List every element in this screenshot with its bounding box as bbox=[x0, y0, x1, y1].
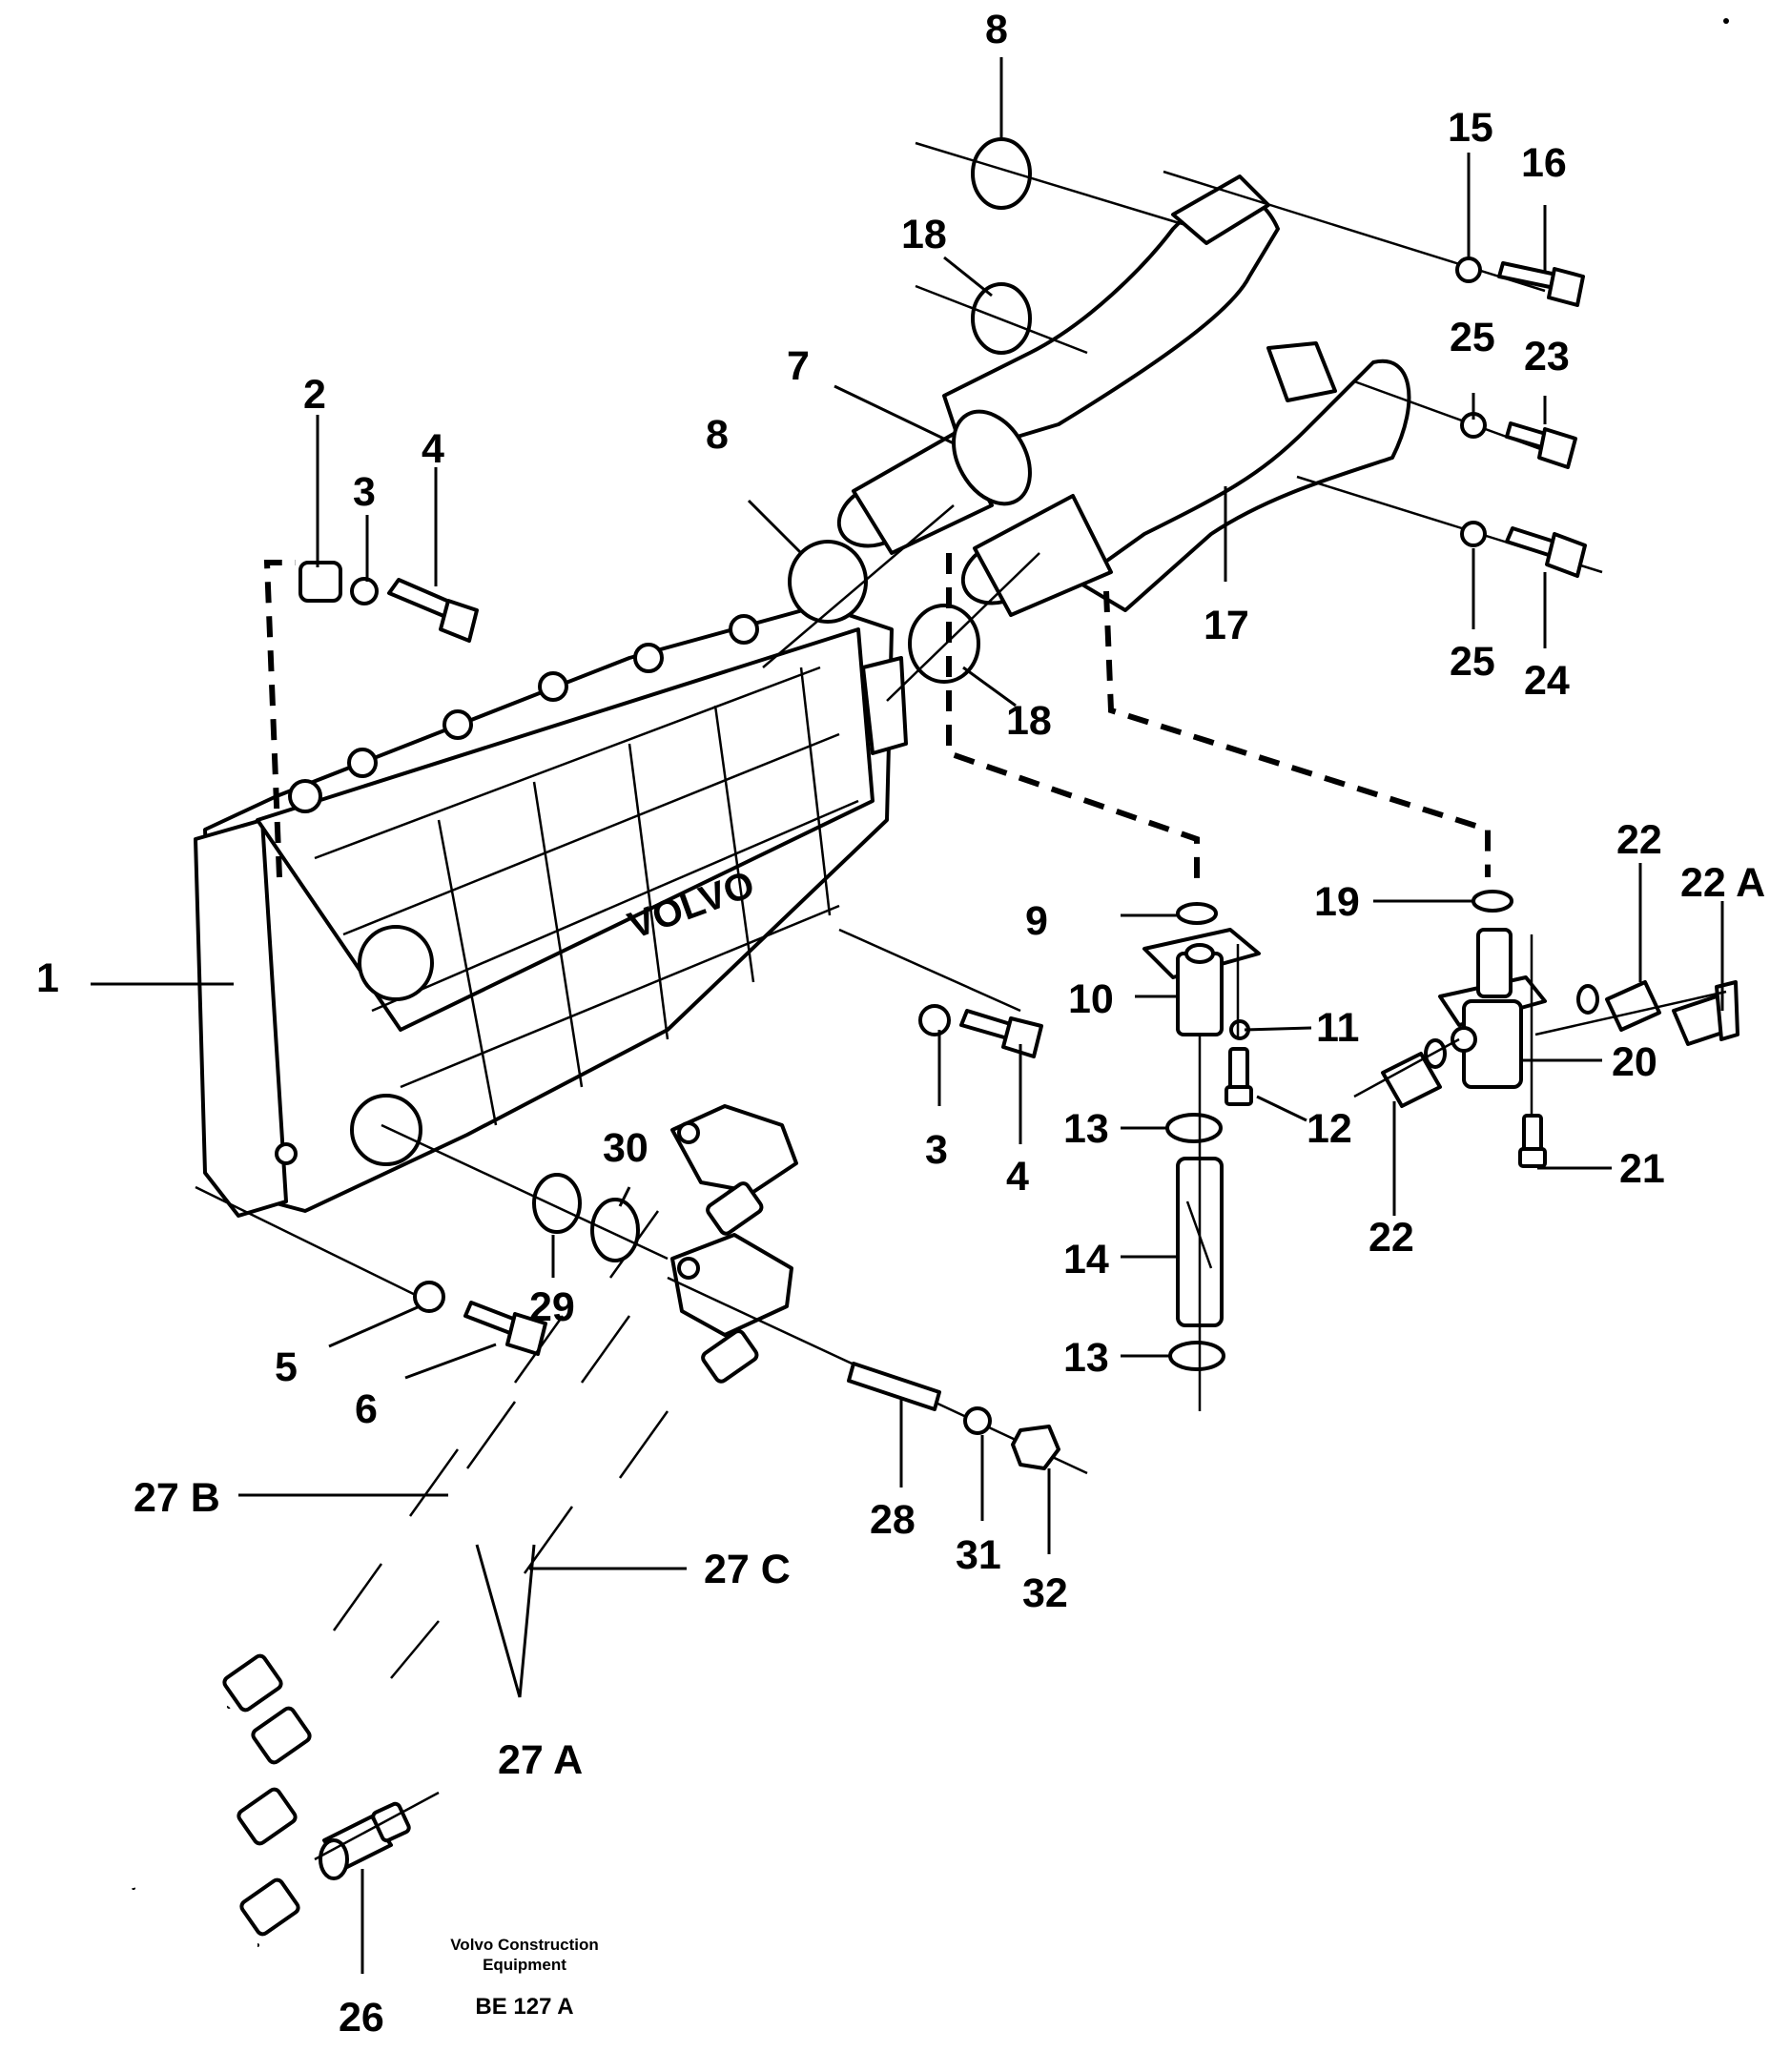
fitting-22-upper bbox=[1576, 980, 1661, 1032]
o-ring-8-top bbox=[971, 137, 1032, 210]
bolt-16 bbox=[1497, 261, 1585, 307]
callout-12: 12 bbox=[1307, 1106, 1352, 1152]
callout-15: 15 bbox=[1448, 105, 1493, 151]
callout-28: 28 bbox=[870, 1497, 916, 1543]
callout-4-right: 4 bbox=[1006, 1154, 1029, 1200]
callout-7: 7 bbox=[787, 343, 810, 389]
callout-22-upper: 22 bbox=[1616, 817, 1662, 863]
o-ring-19 bbox=[1472, 890, 1513, 913]
callout-18-left: 18 bbox=[1006, 698, 1052, 744]
guide-line-9 bbox=[946, 553, 1200, 887]
callout-4-upper: 4 bbox=[422, 426, 444, 472]
clamp-13-upper bbox=[1165, 1113, 1223, 1143]
callout-25-upper: 25 bbox=[1450, 315, 1495, 360]
stud-28 bbox=[847, 1362, 941, 1411]
callout-17: 17 bbox=[1204, 603, 1249, 648]
washer-3-upper bbox=[350, 577, 379, 605]
hose-nut-27C bbox=[251, 1706, 312, 1765]
callout-6: 6 bbox=[355, 1386, 378, 1432]
callout-22-lower: 22 bbox=[1369, 1215, 1414, 1261]
callout-29: 29 bbox=[529, 1284, 575, 1330]
hose-27A bbox=[220, 1127, 757, 1713]
callout-25-lower: 25 bbox=[1450, 639, 1495, 685]
washer-3-right bbox=[918, 1004, 951, 1036]
callout-2: 2 bbox=[303, 372, 326, 418]
flange-upper-hose bbox=[670, 1233, 793, 1337]
callout-30: 30 bbox=[603, 1125, 648, 1171]
hose-end-fitting-upper bbox=[706, 1181, 764, 1236]
footer-company-line1: Volvo Construction bbox=[450, 1936, 599, 1954]
callout-8-left: 8 bbox=[706, 412, 729, 458]
clamp-13-lower bbox=[1168, 1341, 1225, 1371]
nut-32 bbox=[1011, 1425, 1060, 1470]
callout-3-upper: 3 bbox=[353, 469, 376, 515]
callout-11: 11 bbox=[1316, 1005, 1359, 1051]
bolt-4-upper bbox=[387, 578, 479, 643]
corner-dot bbox=[1723, 18, 1729, 24]
assembly-guide-line bbox=[263, 560, 296, 878]
callout-22A: 22 A bbox=[1680, 860, 1765, 906]
bolt-6 bbox=[463, 1301, 547, 1356]
footer-company-line2: Equipment bbox=[483, 1956, 566, 1974]
bolt-23 bbox=[1505, 421, 1577, 469]
connector-10 bbox=[1142, 928, 1261, 1036]
callout-18-top: 18 bbox=[901, 212, 947, 257]
guide-line-19 bbox=[1103, 590, 1491, 877]
leader-lines bbox=[91, 57, 1724, 1974]
hose-27C bbox=[154, 1342, 733, 1956]
callout-19: 19 bbox=[1314, 879, 1360, 925]
screw-21 bbox=[1518, 1114, 1547, 1168]
washer-31 bbox=[963, 1406, 992, 1435]
hose-nut-lower-1 bbox=[237, 1787, 298, 1846]
footer-code: BE 127 A bbox=[475, 1994, 573, 2020]
callout-31: 31 bbox=[956, 1532, 1001, 1578]
callout-24: 24 bbox=[1524, 658, 1570, 704]
callout-10: 10 bbox=[1068, 976, 1114, 1022]
callout-13-lower: 13 bbox=[1063, 1335, 1109, 1381]
fitting-20 bbox=[1438, 928, 1547, 1089]
callout-23: 23 bbox=[1524, 334, 1570, 380]
washer-5 bbox=[413, 1281, 445, 1313]
callout-32: 32 bbox=[1022, 1570, 1068, 1616]
o-ring-29 bbox=[532, 1173, 582, 1234]
o-ring-8-left bbox=[788, 540, 868, 624]
callout-1: 1 bbox=[36, 955, 59, 1001]
bolt-4-right bbox=[959, 1009, 1043, 1058]
o-ring-9 bbox=[1176, 902, 1218, 925]
callout-14: 14 bbox=[1063, 1237, 1109, 1282]
plug-2 bbox=[298, 561, 342, 603]
screw-12 bbox=[1225, 1047, 1253, 1106]
callout-27A: 27 A bbox=[498, 1737, 583, 1783]
callout-27C: 27 C bbox=[704, 1547, 791, 1592]
washer-25-lower bbox=[1460, 521, 1487, 547]
callout-13-upper: 13 bbox=[1063, 1106, 1109, 1152]
oil-cooler-housing bbox=[194, 604, 908, 1218]
hose-end-fitting-lower bbox=[701, 1329, 759, 1384]
callout-16: 16 bbox=[1521, 140, 1567, 186]
flange-30 bbox=[670, 1104, 798, 1194]
washer-15 bbox=[1455, 256, 1482, 283]
callout-8-top: 8 bbox=[985, 7, 1008, 52]
hose-nut-lower-2 bbox=[239, 1877, 300, 1937]
callout-9: 9 bbox=[1025, 898, 1048, 944]
fitting-22-lower bbox=[1381, 1038, 1447, 1108]
callout-5: 5 bbox=[275, 1344, 298, 1390]
bolt-24 bbox=[1505, 526, 1587, 578]
callout-20: 20 bbox=[1612, 1039, 1657, 1085]
hose-nut-27B bbox=[222, 1653, 283, 1713]
callout-26: 26 bbox=[339, 1995, 384, 2041]
o-ring-30 bbox=[590, 1198, 640, 1262]
callout-3-right: 3 bbox=[925, 1127, 948, 1173]
callout-27B: 27 B bbox=[134, 1475, 220, 1521]
elbow-22A bbox=[1672, 980, 1739, 1046]
callout-21: 21 bbox=[1619, 1146, 1665, 1192]
